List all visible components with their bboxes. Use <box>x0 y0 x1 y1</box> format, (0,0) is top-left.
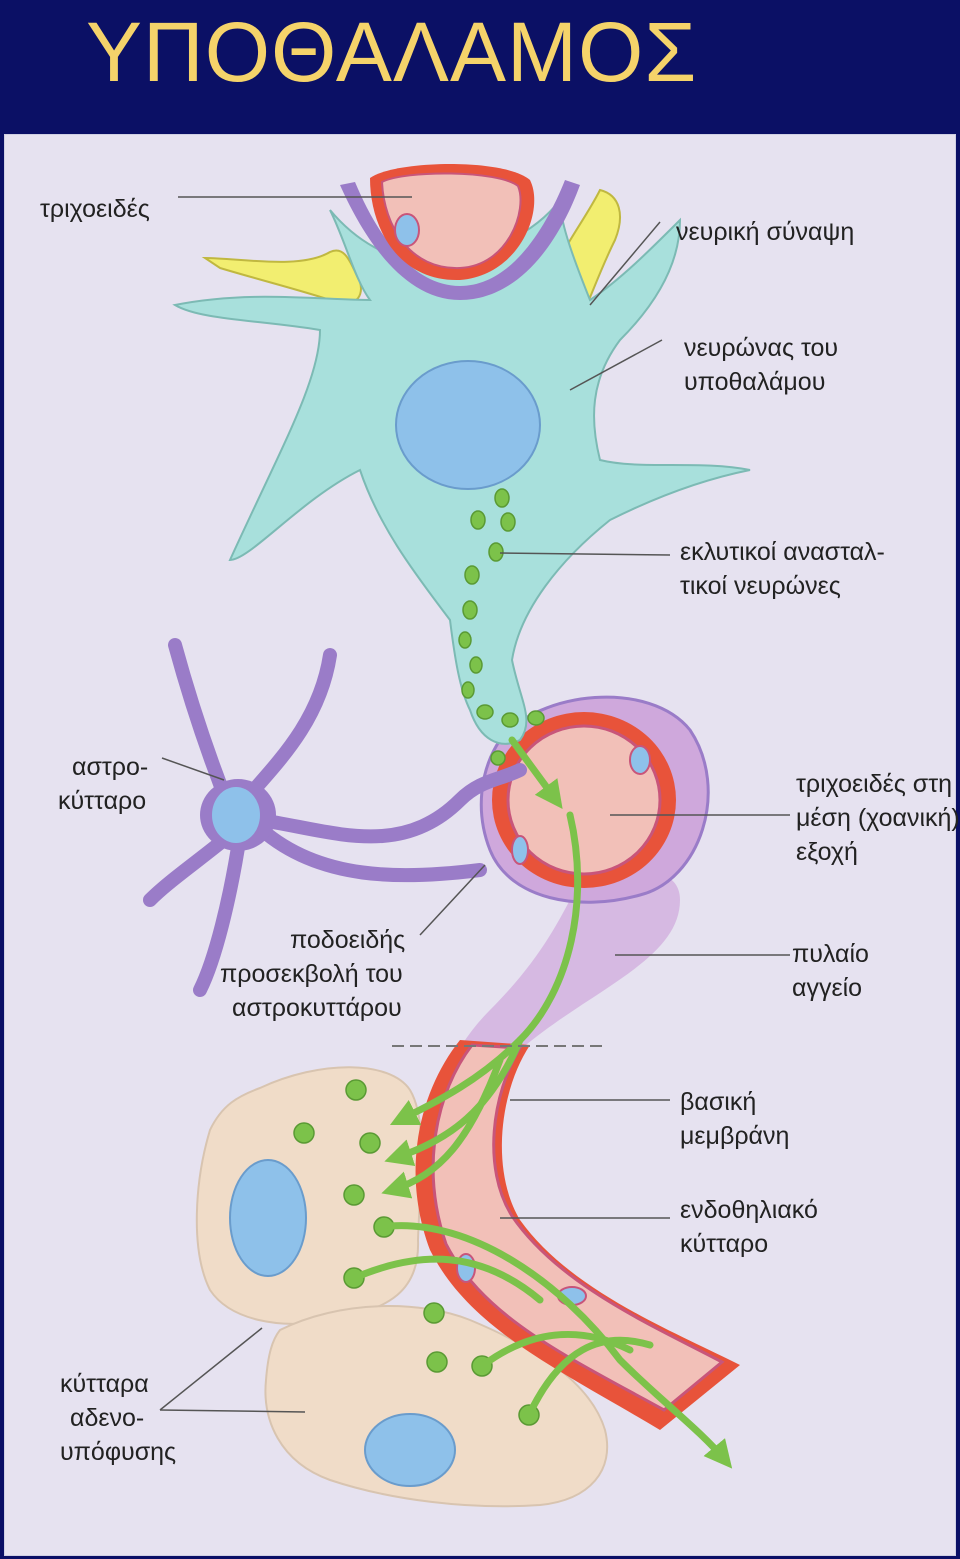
label-astrocyte-line1: αστρο- <box>72 753 148 781</box>
label-endothelial-line2: κύτταρο <box>680 1230 768 1258</box>
top-capillary-nucleus <box>394 213 420 247</box>
page-title: ΥΠΟΘΑΛΑΜΟΣ <box>86 5 698 99</box>
label-endothelial-line1: ενδοθηλιακό <box>680 1196 818 1224</box>
label-releasing-line1: εκλυτικοί ανασταλ- <box>680 538 885 566</box>
label-portal-line2: αγγείο <box>792 974 862 1002</box>
neurosecretory-vesicles <box>458 488 545 766</box>
label-neuron-line1: νευρώνας του <box>684 334 838 362</box>
title-bar: ΥΠΟΘΑΛΑΜΟΣ <box>0 0 960 130</box>
adeno-cell-upper <box>195 1066 423 1325</box>
astrocyte-nucleus <box>212 787 260 843</box>
top-capillary-sheath <box>340 180 580 300</box>
adeno-nucleus-upper <box>229 1159 307 1277</box>
label-basement-line2: μεμβράνη <box>680 1122 789 1150</box>
label-adeno-line3: υπόφυσης <box>60 1438 176 1466</box>
adeno-cell-lower <box>264 1305 609 1508</box>
adeno-nucleus-lower <box>364 1413 456 1487</box>
hormone-flow-arrows <box>350 736 733 1469</box>
label-adeno-line2: αδενο- <box>70 1404 144 1432</box>
portal-sheath <box>432 871 680 1340</box>
label-footprocess-line1: ποδοειδής <box>290 926 405 954</box>
label-releasing-line2: τικοί νευρώνες <box>680 572 841 600</box>
median-capillary-lumen <box>506 724 662 876</box>
label-basement-line1: βασική <box>680 1088 756 1116</box>
median-capillary-nucleus-1 <box>511 835 529 865</box>
label-neuron-line2: υποθαλάμου <box>684 368 825 396</box>
leader-lines <box>159 196 790 1413</box>
label-astrocyte-line2: κύτταρο <box>58 787 146 815</box>
label-adeno-line1: κύτταρα <box>60 1370 149 1398</box>
median-capillary-nucleus-2 <box>629 745 651 775</box>
glia-left <box>201 249 362 305</box>
label-median-line2: μέση (χοανική) <box>796 804 960 832</box>
label-median-line1: τριχοειδές στη <box>796 770 952 798</box>
label-footprocess-line2: προσεκβολή του <box>220 960 403 988</box>
label-synapse: νευρική σύναψη <box>676 218 854 246</box>
label-capillary: τριχοειδές <box>40 195 150 223</box>
label-median-line3: εξοχή <box>796 838 858 866</box>
neuron-nucleus <box>395 360 541 490</box>
label-portal-line1: πυλαίο <box>792 940 869 968</box>
label-footprocess-line3: αστροκυττάρου <box>232 994 402 1022</box>
